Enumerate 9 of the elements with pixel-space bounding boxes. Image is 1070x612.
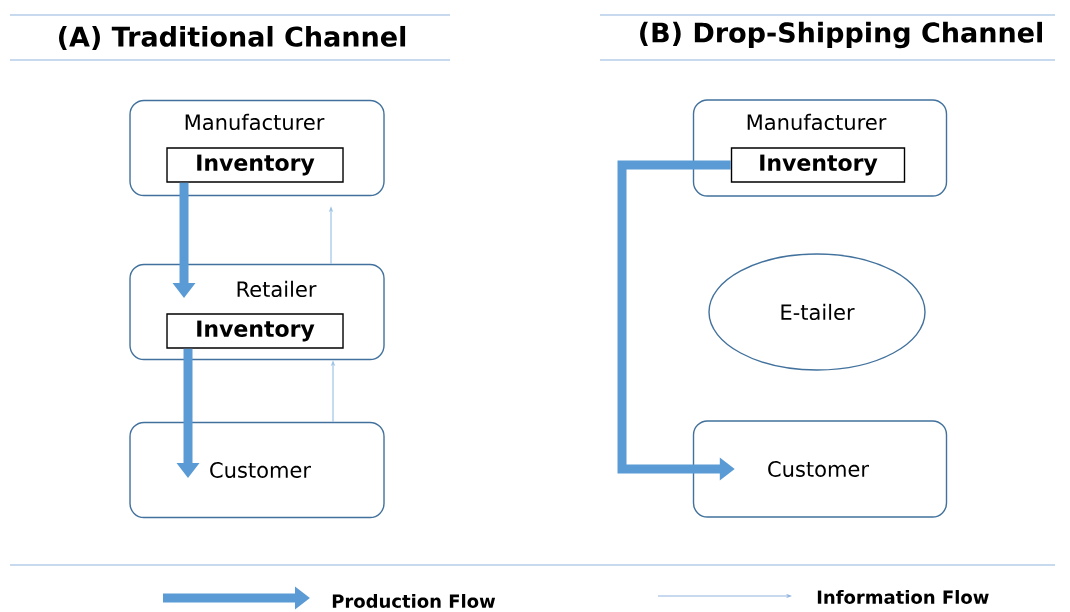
process-box: Customer (129, 421, 385, 519)
inventory-box: Inventory (166, 313, 344, 349)
legend-label: Information Flow (817, 590, 989, 604)
legend-label: Production Flow (332, 594, 496, 608)
inventory-box: Inventory (166, 147, 344, 183)
process-box: Customer (692, 420, 948, 518)
heading: (B) Drop-Shipping Channel (640, 21, 1042, 49)
heading: (A) Traditional Channel (59, 25, 406, 51)
inventory-box: Inventory (730, 147, 906, 183)
